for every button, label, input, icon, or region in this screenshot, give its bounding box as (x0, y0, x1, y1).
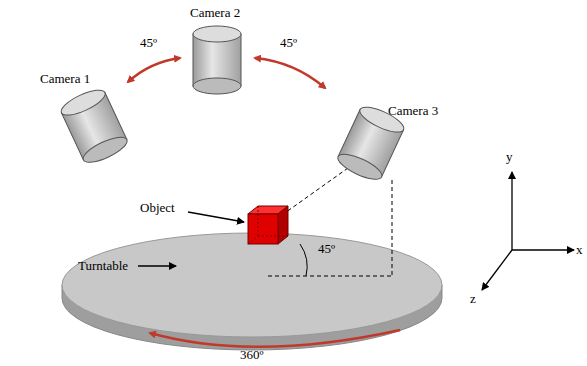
angle-arc (300, 244, 307, 276)
angle-label: 45º (140, 36, 157, 49)
axis-label: y (506, 150, 513, 163)
axis-label: z (470, 292, 476, 305)
camera-2 (193, 26, 241, 94)
camera-label: Camera 1 (40, 72, 90, 85)
turntable-label: Turntable (78, 259, 128, 272)
axis-label: x (576, 243, 583, 256)
angle-label: 45º (318, 242, 335, 255)
object-cube (248, 206, 288, 244)
camera-1 (58, 85, 130, 167)
leader-arrows (138, 212, 244, 266)
turntable (62, 233, 442, 350)
rotation-arrows (128, 58, 400, 347)
camera-label: Camera 3 (388, 104, 438, 117)
angle-label: 45º (280, 36, 297, 49)
dashed-lines (268, 168, 392, 276)
camera-label: Camera 2 (190, 6, 240, 19)
object-label: Object (140, 201, 175, 214)
rotation-label: 360º (240, 348, 264, 361)
axes (482, 172, 574, 290)
